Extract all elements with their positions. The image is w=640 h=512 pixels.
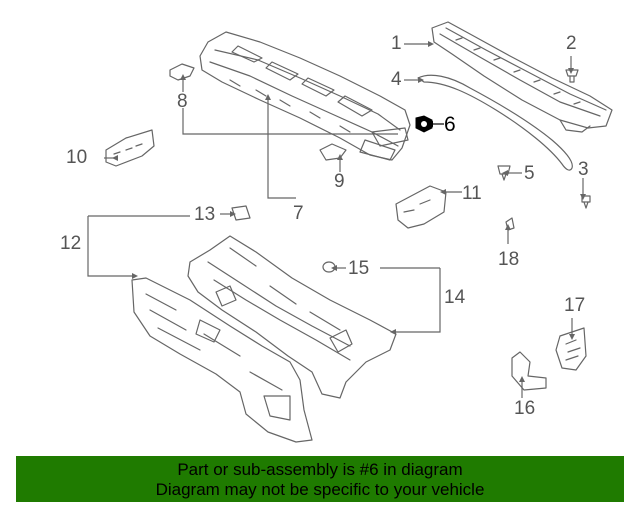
callout-6-highlighted: 6 (444, 113, 456, 136)
callout-8: 8 (177, 91, 188, 112)
part-9-bracket (319, 143, 347, 161)
callout-15: 15 (348, 258, 370, 279)
part-7-cowl-panel (199, 31, 411, 161)
exploded-parts-diagram (87, 21, 613, 443)
callout-16: 16 (514, 398, 536, 419)
part-1-cowl-top (431, 21, 613, 133)
callout-10: 10 (66, 147, 88, 168)
banner-line-disclaimer: Diagram may not be specific to your vehi… (155, 480, 485, 499)
part-4-seal (417, 74, 573, 171)
callout-7: 7 (293, 203, 304, 224)
part-14-dash-panel (187, 235, 397, 399)
leader-lines (87, 43, 584, 398)
callout-14: 14 (444, 287, 466, 308)
part-8-bracket (169, 63, 195, 81)
callout-3: 3 (578, 159, 589, 180)
leader-arrowheads (112, 41, 586, 382)
part-info-banner: Part or sub-assembly is #6 in diagram Di… (16, 456, 624, 502)
part-2-clip (565, 69, 579, 83)
callout-9: 9 (334, 171, 345, 192)
callout-12: 12 (60, 233, 82, 254)
callout-17: 17 (564, 295, 586, 316)
part-12-insulator (131, 277, 313, 443)
banner-line-part-number: Part or sub-assembly is #6 in diagram (177, 460, 463, 479)
part-13-plug (231, 205, 251, 221)
leader-arrowhead-6 (427, 121, 433, 127)
callout-11: 11 (462, 183, 482, 204)
callout-2: 2 (566, 33, 577, 54)
part-10-bracket (105, 129, 155, 167)
part-17-pad (555, 327, 587, 371)
part-6-nut-highlighted (415, 115, 433, 133)
callout-18: 18 (498, 249, 520, 270)
part-16-bracket (511, 351, 547, 391)
callout-13: 13 (194, 204, 216, 225)
callout-4: 4 (391, 69, 402, 90)
part-11-bracket (395, 185, 447, 229)
callout-5: 5 (524, 163, 535, 184)
callout-1: 1 (391, 33, 402, 54)
